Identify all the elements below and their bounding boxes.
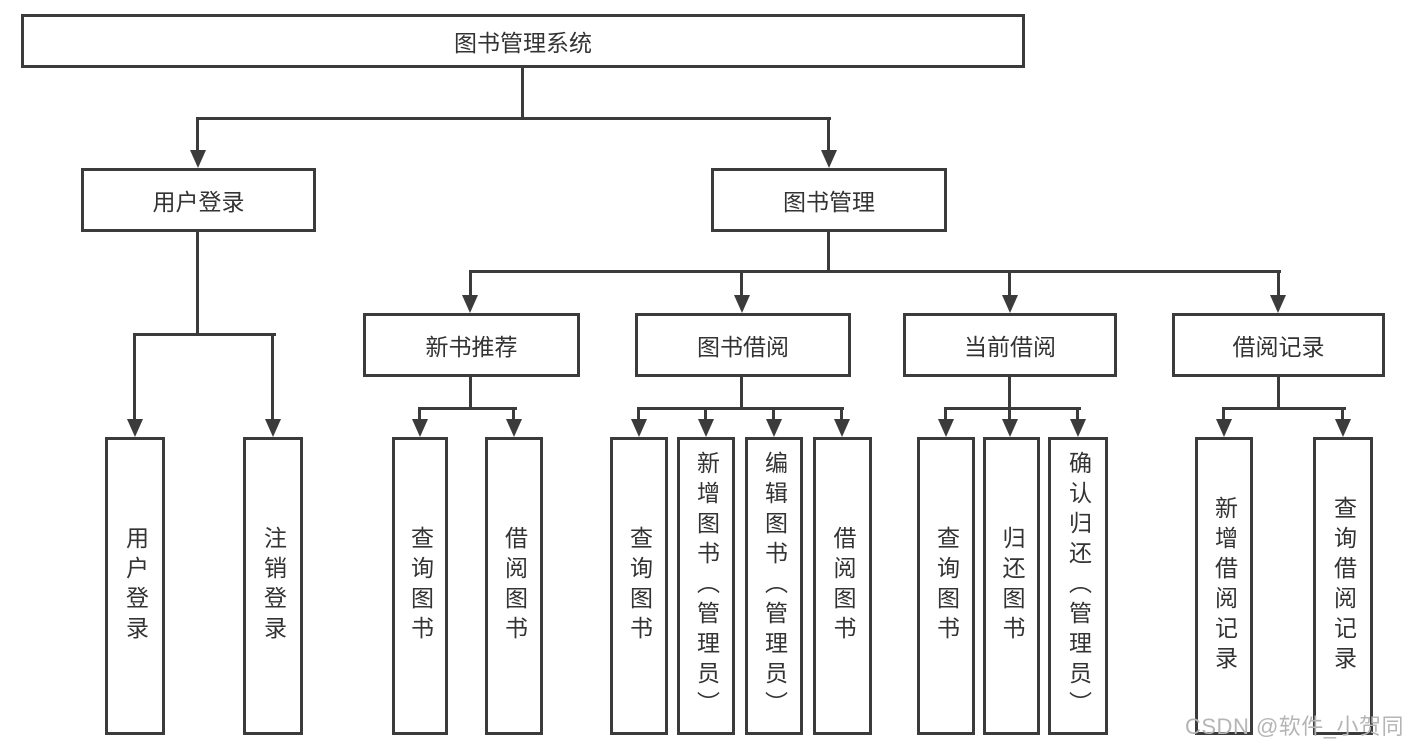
arrowhead-down-icon [506, 419, 522, 437]
connector-line [133, 333, 136, 421]
connector-line [271, 333, 274, 421]
arrowhead-down-icon [412, 419, 428, 437]
watermark-text: CSDN @软件_小贺同学 [1185, 714, 1405, 739]
node-label: 编辑图书（管理员） [761, 451, 788, 721]
node-book-borrow: 图书借阅 [635, 313, 851, 377]
arrowhead-down-icon [265, 419, 281, 437]
connector-line [1222, 407, 1225, 421]
leaf-query-books-borrow: 查询图书 [610, 437, 668, 735]
node-label: 图书管理 [783, 189, 875, 215]
connector-line [637, 407, 640, 421]
node-label: 新书推荐 [425, 334, 518, 360]
leaf-confirm-return-admin: 确认归还（管理员） [1048, 437, 1108, 735]
leaf-query-borrow-record: 查询借阅记录 [1313, 437, 1373, 735]
leaf-logout: 注销登录 [243, 437, 303, 735]
connector-line [1277, 270, 1280, 298]
arrowhead-down-icon [1002, 295, 1018, 313]
node-label: 查询图书 [933, 526, 960, 646]
arrowhead-down-icon [1070, 419, 1086, 437]
connector-line [512, 407, 515, 421]
arrowhead-down-icon [834, 419, 850, 437]
node-label: 借阅图书 [501, 526, 528, 646]
arrowhead-down-icon [821, 150, 837, 168]
node-current-borrow: 当前借阅 [903, 313, 1117, 377]
leaf-add-book-admin: 新增图书（管理员） [677, 437, 735, 735]
node-label: 新增图书（管理员） [693, 451, 720, 721]
connector-line [197, 117, 831, 120]
leaf-user-login: 用户登录 [105, 437, 165, 735]
connector-line [1008, 407, 1011, 421]
arrowhead-down-icon [631, 419, 647, 437]
connector-line [1008, 270, 1011, 298]
arrowhead-down-icon [766, 419, 782, 437]
node-book-management: 图书管理 [711, 168, 947, 232]
arrowhead-down-icon [190, 150, 206, 168]
connector-line [196, 117, 199, 152]
connector-line [1341, 407, 1344, 421]
leaf-add-borrow-record: 新增借阅记录 [1195, 437, 1253, 735]
connector-line [638, 407, 844, 410]
connector-line [704, 407, 707, 421]
connector-line [418, 407, 421, 421]
connector-line [827, 232, 830, 273]
node-label: 注销登录 [260, 526, 287, 646]
node-library-management-system: 图书管理系统 [21, 14, 1025, 68]
connector-line [469, 270, 472, 298]
node-label: 确认归还（管理员） [1065, 451, 1092, 721]
arrowhead-down-icon [1002, 419, 1018, 437]
connector-line [827, 117, 830, 152]
node-borrow-records: 借阅记录 [1172, 313, 1385, 377]
arrowhead-down-icon [734, 295, 750, 313]
node-label: 图书管理系统 [454, 30, 592, 56]
node-label: 图书借阅 [697, 334, 789, 360]
connector-line [1222, 407, 1346, 410]
arrowhead-down-icon [1270, 295, 1286, 313]
connector-line [196, 232, 199, 336]
leaf-query-books-current: 查询图书 [917, 437, 975, 735]
connector-line [840, 407, 843, 421]
connector-line [521, 68, 524, 119]
node-user-login: 用户登录 [81, 168, 316, 232]
node-label: 查询图书 [407, 526, 434, 646]
connector-line [740, 270, 743, 298]
leaf-borrow-books: 借阅图书 [813, 437, 872, 735]
leaf-edit-book-admin: 编辑图书（管理员） [745, 437, 803, 735]
arrowhead-down-icon [698, 419, 714, 437]
connector-line [1277, 377, 1280, 410]
node-label: 借阅记录 [1232, 334, 1325, 360]
leaf-borrow-books-recommend: 借阅图书 [485, 437, 543, 735]
connector-line [469, 270, 1281, 273]
node-label: 新增借阅记录 [1211, 496, 1238, 676]
arrowhead-down-icon [938, 419, 954, 437]
node-label: 用户登录 [152, 189, 245, 215]
leaf-return-book: 归还图书 [983, 437, 1040, 735]
connector-line [1008, 377, 1011, 410]
connector-line [418, 407, 517, 410]
connector-line [469, 377, 472, 410]
connector-line [944, 407, 1081, 410]
connector-line [772, 407, 775, 421]
node-label: 当前借阅 [964, 334, 1056, 360]
arrowhead-down-icon [1335, 419, 1351, 437]
connector-line [944, 407, 947, 421]
node-label: 查询图书 [626, 526, 653, 646]
node-label: 借阅图书 [830, 526, 856, 646]
leaf-query-books-recommend: 查询图书 [392, 437, 448, 735]
connector-line [1076, 407, 1079, 421]
connector-line [133, 333, 276, 336]
node-new-book-recommend: 新书推荐 [363, 313, 580, 377]
node-label: 归还图书 [999, 526, 1025, 646]
node-label: 查询借阅记录 [1330, 496, 1357, 676]
arrowhead-down-icon [127, 419, 143, 437]
arrowhead-down-icon [462, 295, 478, 313]
arrowhead-down-icon [1216, 419, 1232, 437]
node-label: 用户登录 [122, 526, 149, 646]
connector-line [740, 377, 743, 410]
